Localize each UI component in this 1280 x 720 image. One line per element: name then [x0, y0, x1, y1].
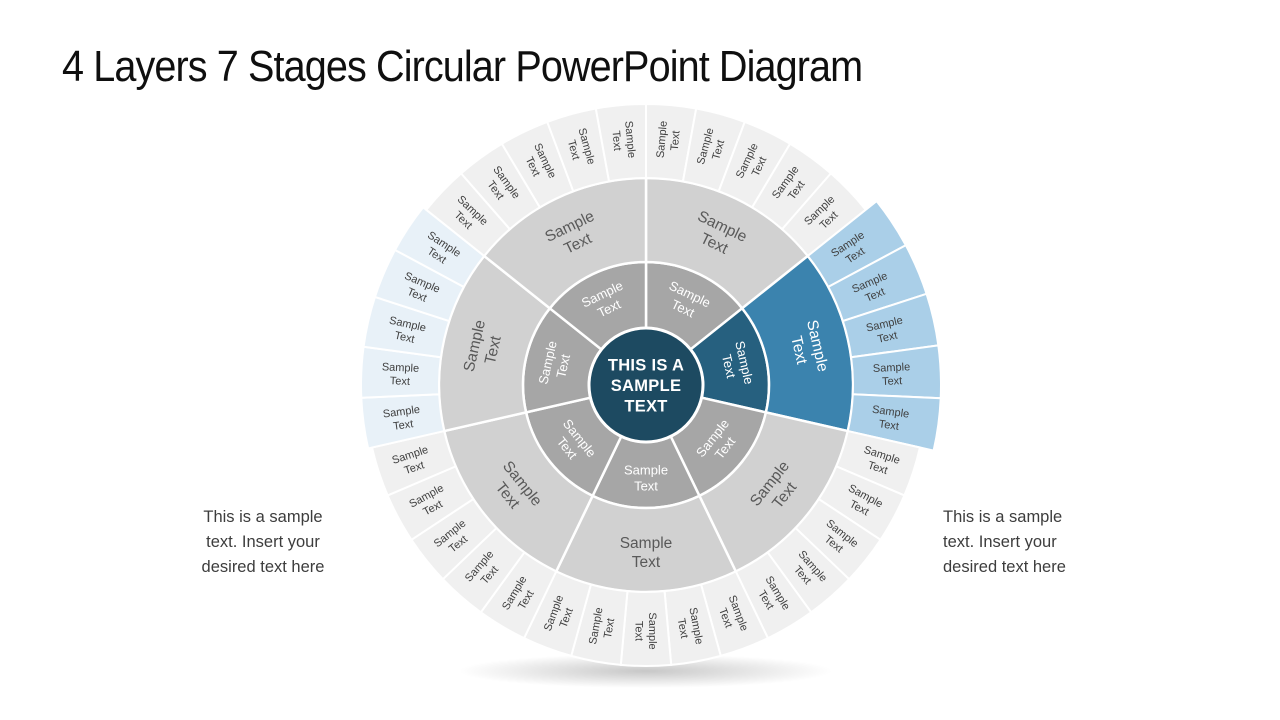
stage-6-cell-1-label: SampleText: [382, 404, 422, 434]
right-note: This is a sample text. Insert your desir…: [943, 508, 1066, 576]
stage-1-cell-3-label: SampleText: [734, 141, 773, 186]
slide-title: 4 Layers 7 Stages Circular PowerPoint Di…: [62, 42, 863, 91]
stage-4-cell-3-label: SampleText: [632, 612, 658, 649]
stage-7-cell-5[interactable]: [594, 102, 647, 183]
stage-7-cell-5-label: SampleText: [609, 120, 638, 159]
center-circle[interactable]: [587, 326, 705, 444]
stage-2-cell-5-label: SampleText: [869, 404, 909, 434]
stage-1-cell-1-label: SampleText: [655, 120, 684, 159]
stage-6-cell-2-label: SampleText: [381, 361, 419, 388]
stage-2-cell-4-label: SampleText: [873, 361, 911, 388]
left-note: This is a sample text. Insert your desir…: [201, 508, 325, 576]
